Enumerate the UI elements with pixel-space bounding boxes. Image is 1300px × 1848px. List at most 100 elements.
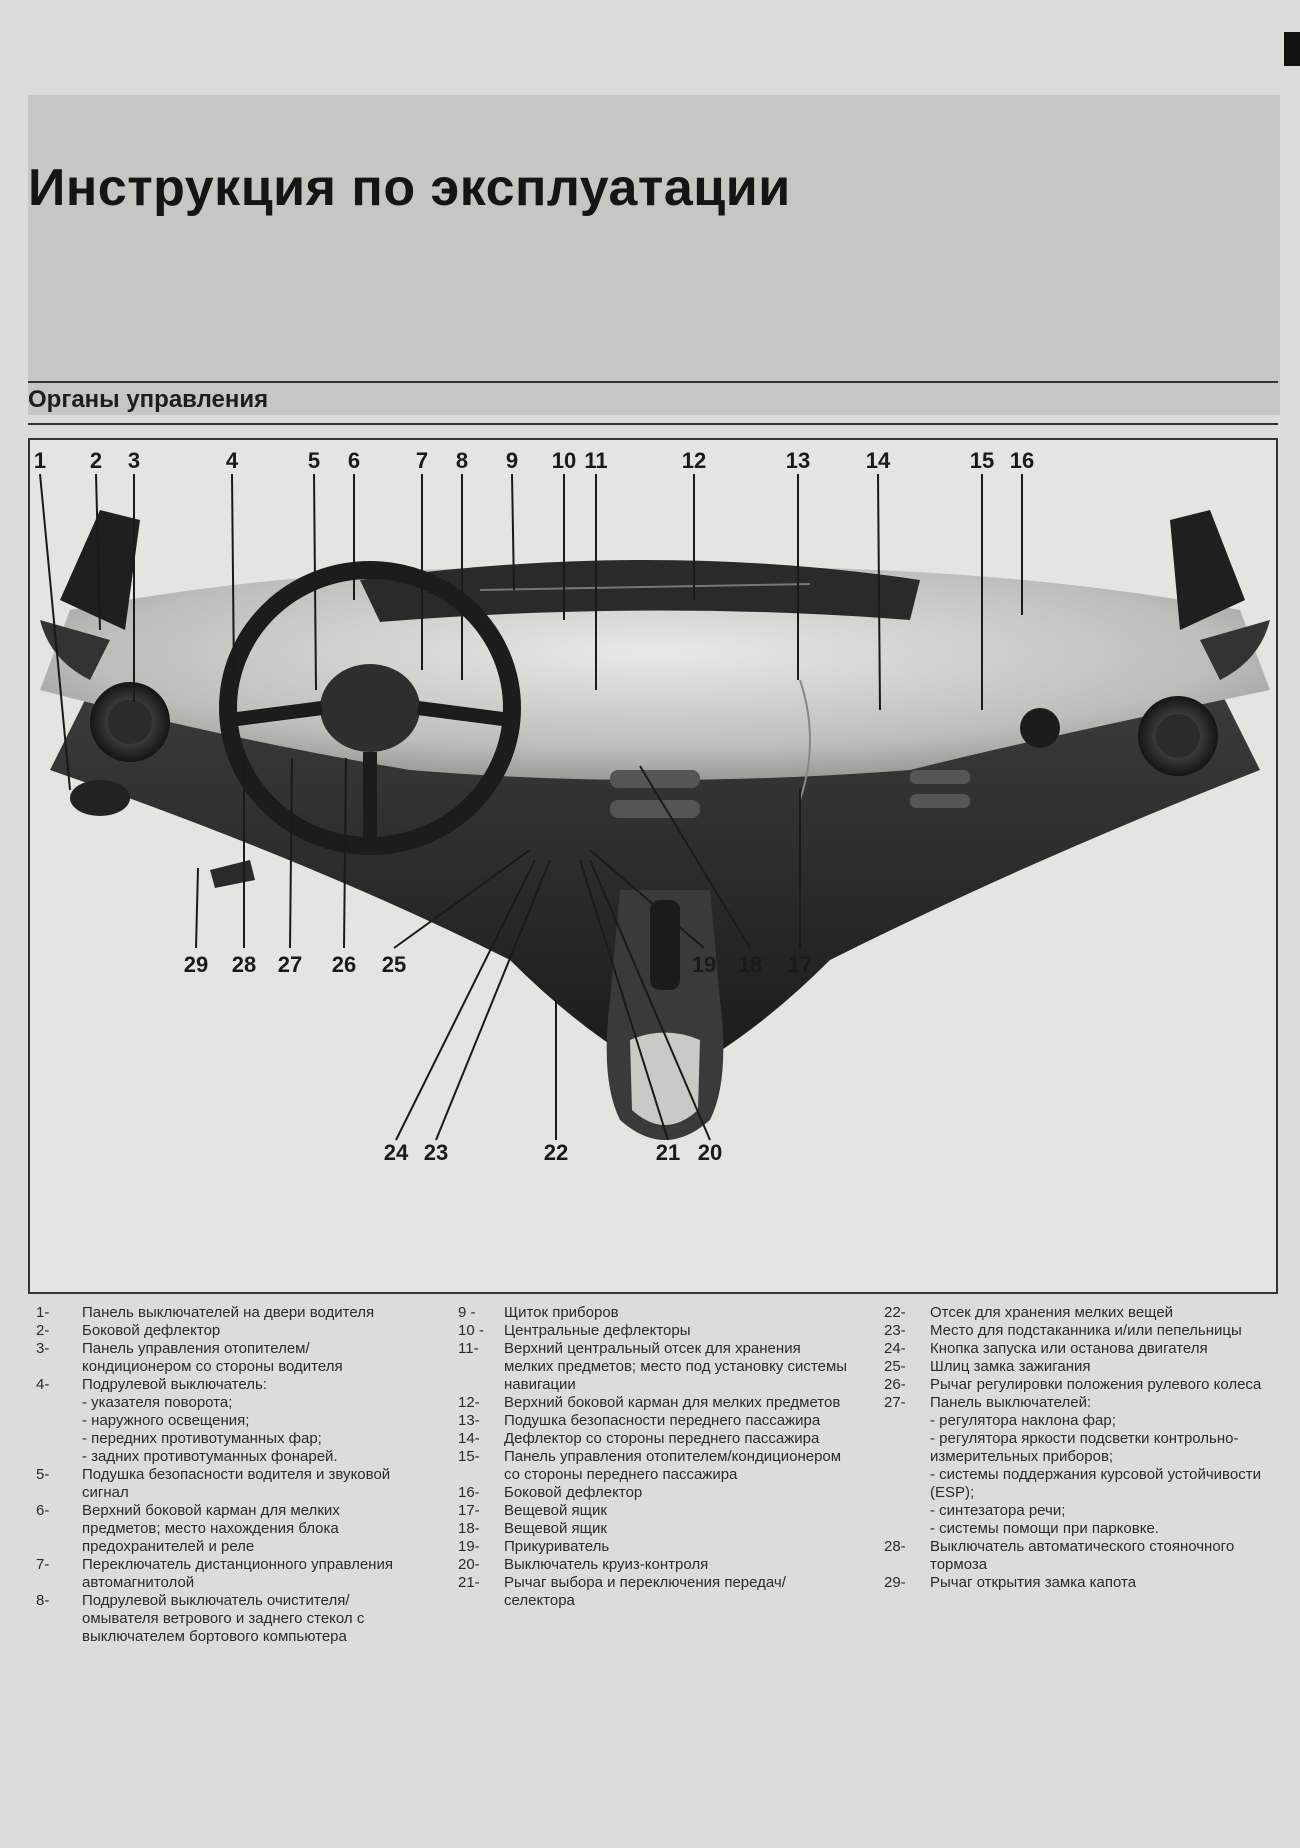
legend-item: 5-Подушка безопасности водителя и звуков… xyxy=(36,1466,416,1502)
legend-number: 12- xyxy=(458,1394,480,1411)
callout-line-23 xyxy=(435,859,551,1141)
legend-text: Подрулевой выключатель очистителя/омыват… xyxy=(82,1592,365,1645)
legend-text: Верхний боковой карман для мелких предме… xyxy=(82,1502,340,1555)
callout-21: 21 xyxy=(656,1140,680,1165)
center-vent-right xyxy=(910,770,970,784)
callout-line-26 xyxy=(343,757,347,949)
legend-item: 8-Подрулевой выключатель очистителя/омыв… xyxy=(36,1592,416,1646)
callout-18: 18 xyxy=(738,952,762,977)
legend-item: 12-Верхний боковой карман для мелких пре… xyxy=(458,1394,848,1412)
right-side-panel xyxy=(1200,620,1270,680)
legend-subitem: - передних противотуманных фар; xyxy=(82,1430,322,1447)
legend-item: 3-Панель управления отопителем/кондицион… xyxy=(36,1340,416,1376)
section-bottom-rule xyxy=(28,423,1278,425)
callout-6: 6 xyxy=(348,448,360,473)
callout-4: 4 xyxy=(226,448,239,473)
header-background xyxy=(28,95,1280,415)
callout-17: 17 xyxy=(788,952,812,977)
legend-item: 21- Рычаг выбора и переключения передач/с… xyxy=(458,1574,848,1610)
callout-line-19 xyxy=(589,849,705,949)
legend-item: 24-Кнопка запуска или останова двигателя xyxy=(884,1340,1274,1358)
legend-number: 21- xyxy=(458,1574,480,1591)
legend-number: 16- xyxy=(458,1484,480,1501)
section-title: Органы управления xyxy=(28,386,269,413)
legend-number: 17- xyxy=(458,1502,480,1519)
legend-item: 11-Верхний центральный отсек для хранени… xyxy=(458,1340,848,1394)
legend-item: 2-Боковой дефлектор xyxy=(36,1322,416,1340)
left-pillar xyxy=(60,510,140,630)
legend-text: Панель управления отопителем/кондиционер… xyxy=(504,1448,842,1483)
legend-text: Рычаг регулировки положения рулевого кол… xyxy=(930,1376,1262,1393)
legend-number: 2- xyxy=(36,1322,50,1339)
legend-subitem: - задних противотуманных фонарей. xyxy=(82,1448,338,1465)
legend-number: 26- xyxy=(884,1376,906,1393)
legend-text: Место для подстаканника и/или пепельницы xyxy=(930,1322,1242,1339)
wheel-spokes xyxy=(229,701,511,840)
legend-number: 9 - xyxy=(458,1304,476,1321)
callout-24: 24 xyxy=(384,1140,409,1165)
legend-text: Панель выключателей: xyxy=(930,1394,1092,1411)
legend-subitem: - системы поддержания курсовой устойчиво… xyxy=(930,1466,1261,1501)
legend-text: Дефлектор со стороны переднего пассажира xyxy=(504,1430,820,1447)
callout-13: 13 xyxy=(786,448,810,473)
callout-9: 9 xyxy=(506,448,518,473)
legend-text: Щиток приборов xyxy=(504,1304,619,1321)
legend-subitem: - системы помощи при парковке. xyxy=(930,1520,1159,1537)
steering-wheel xyxy=(219,561,521,855)
legend-item: 29-Рычаг открытия замка капота xyxy=(884,1574,1274,1592)
legend-text: Вещевой ящик xyxy=(504,1520,607,1537)
legend-number: 23- xyxy=(884,1322,906,1339)
legend-item: 18- Вещевой ящик xyxy=(458,1520,848,1538)
legend-item: 10 - Центральные дефлекторы xyxy=(458,1322,848,1340)
legend-text: Центральные дефлекторы xyxy=(504,1322,691,1339)
legend-number: 14- xyxy=(458,1430,480,1447)
legend-number: 27- xyxy=(884,1394,906,1411)
legend-item: 16-Боковой дефлектор xyxy=(458,1484,848,1502)
legend-item: 22-Отсек для хранения мелких вещей xyxy=(884,1304,1274,1322)
legend-item: 6-Верхний боковой карман для мелких пред… xyxy=(36,1502,416,1556)
callout-25: 25 xyxy=(382,952,406,977)
left-side-panel xyxy=(40,620,110,680)
legend-text: Панель управления отопителем/кондиционер… xyxy=(82,1340,343,1375)
legend-number: 13- xyxy=(458,1412,480,1429)
legend-number: 18- xyxy=(458,1520,480,1537)
legend-number: 10 - xyxy=(458,1322,484,1339)
legend-text: Подушка безопасности переднего пассажира xyxy=(504,1412,821,1429)
legend-text: Подрулевой выключатель: xyxy=(82,1376,267,1393)
legend-text: Рычаг выбора и переключения передач/селе… xyxy=(504,1574,786,1609)
legend-text: Отсек для хранения мелких вещей xyxy=(930,1304,1174,1321)
legend-item: 1-Панель выключателей на двери водителя xyxy=(36,1304,416,1322)
legend-subitem: - наружного освещения; xyxy=(82,1412,250,1429)
callout-line-24 xyxy=(395,859,536,1141)
legend-item: 27-Панель выключателей:- регулятора накл… xyxy=(884,1394,1274,1538)
passenger-vent xyxy=(1020,708,1060,748)
callout-28: 28 xyxy=(232,952,256,977)
legend-number: 20- xyxy=(458,1556,480,1573)
center-vent-left xyxy=(610,770,700,788)
legend-item: 25-Шлиц замка зажигания xyxy=(884,1358,1274,1376)
callout-23: 23 xyxy=(424,1140,448,1165)
legend-number: 11- xyxy=(458,1340,479,1357)
legend-item: 15-Панель управления отопителем/кондицио… xyxy=(458,1448,848,1484)
legend-item: 20-Выключатель круиз-контроля xyxy=(458,1556,848,1574)
legend-item: 19-Прикуриватель xyxy=(458,1538,848,1556)
airbag-hub xyxy=(320,664,420,752)
legend-item: 26- Рычаг регулировки положения рулевого … xyxy=(884,1376,1274,1394)
lower-dashboard xyxy=(50,690,1260,1080)
callout-line-27 xyxy=(289,757,293,949)
callout-15: 15 xyxy=(970,448,994,473)
instrument-cluster xyxy=(360,560,920,622)
console-storage xyxy=(630,1032,700,1125)
callout-12: 12 xyxy=(682,448,706,473)
callout-20: 20 xyxy=(698,1140,722,1165)
legend-text: Панель выключателей на двери водителя xyxy=(82,1304,375,1321)
section-top-rule xyxy=(28,381,1278,383)
legend-number: 4- xyxy=(36,1376,50,1393)
legend-number: 7- xyxy=(36,1556,50,1573)
legend-item: 7-Переключатель дистанционного управлени… xyxy=(36,1556,416,1592)
callout-line-25 xyxy=(393,849,531,949)
legend-text: Вещевой ящик xyxy=(504,1502,607,1519)
